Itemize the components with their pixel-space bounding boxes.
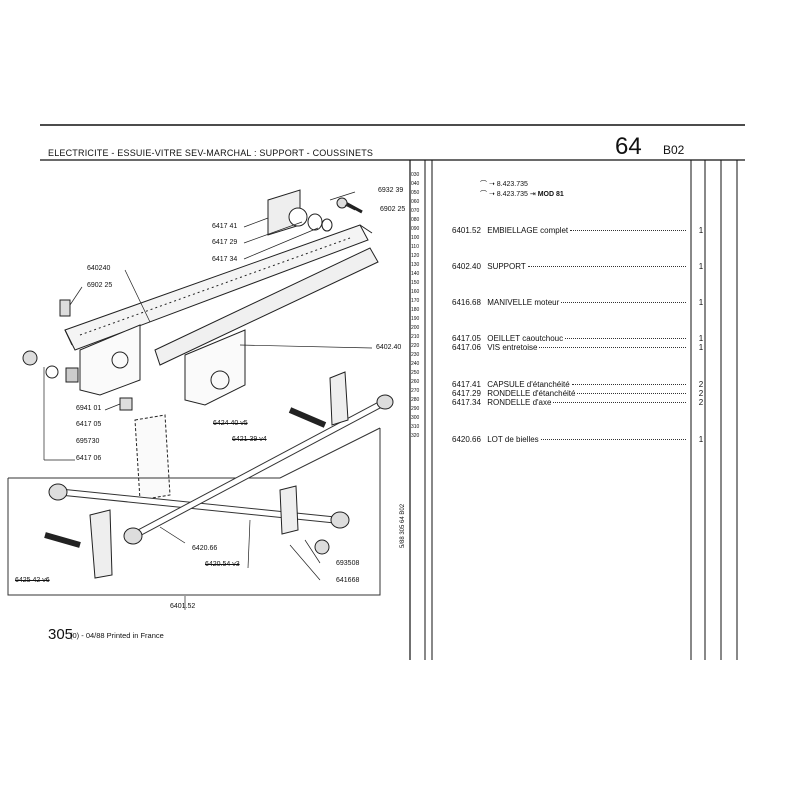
row-number: 170 [411,298,420,304]
part-row: 6417.06 VIS entretoise [452,343,687,352]
part-qty: 1 [698,226,704,235]
label-641706: 6417 06 [76,455,102,462]
part-row: 6416.68 MANIVELLE moteur [452,298,687,307]
group-number: 64 [615,133,642,160]
dot-leader [571,384,686,385]
cradle [134,414,171,501]
part-qty: 2 [698,389,704,398]
row-number: 250 [411,370,420,376]
row-number: 190 [411,316,420,322]
label-642542: 6425 42 v6 [15,577,50,584]
row-number: 030 [411,172,420,178]
page-number: 305 [48,626,74,643]
row-number: 120 [411,253,420,259]
dot-leader [577,393,687,394]
label-640240: 640240 [87,265,111,272]
support-bar-upper [64,224,373,351]
subgroup-code: B02 [663,143,685,157]
label-642054: 6420.54 v3 [205,561,240,568]
row-number: 220 [411,343,420,349]
row-number: 060 [411,199,420,205]
crank-left [89,509,113,579]
part-qty: 1 [698,343,704,352]
label-641741: 6417 41 [212,223,238,230]
row-number: 050 [411,190,420,196]
dot-leader [553,402,687,403]
row-number: 280 [411,397,420,403]
dot-leader [570,230,687,231]
exploded-diagram [7,189,394,610]
part-qty: 2 [698,398,704,407]
row-number: 320 [411,433,420,439]
support-bar-lower [154,247,379,366]
label-690225-left: 6902 25 [87,282,113,289]
row-number: 270 [411,388,420,394]
label-695730: 695730 [76,438,100,445]
dot-leader [540,439,686,440]
row-number: 130 [411,262,420,268]
model-note-1: ⌒ ➝ 8.423.735 [480,181,528,188]
dot-leader [539,347,687,348]
row-number: 150 [411,280,420,286]
row-number: 100 [411,235,420,241]
row-number: 070 [411,208,420,214]
part-row: 6417.41 CAPSULE d'étanchéité [452,380,686,389]
part-row: 6417.34 RONDELLE d'axe [452,398,687,407]
row-number: 160 [411,289,420,295]
label-642139: 6421 39 v4 [232,436,267,443]
row-number: 300 [411,415,420,421]
row-number: 290 [411,406,420,412]
label-641668: 641668 [336,577,360,584]
row-number: 180 [411,307,420,313]
row-number: 310 [411,424,420,430]
label-641705: 6417 05 [76,421,102,428]
part-row: 6420.66 LOT de bielles [452,435,686,444]
part-row: 6402.40 SUPPORT [452,262,686,271]
arrow-icon: ⌒ ➝ [480,191,495,198]
linkage-frame [7,427,381,596]
part-row: 6401.52 EMBIELLAGE complet [452,226,687,235]
bracket-right [184,329,246,406]
part-qty: 1 [698,262,704,271]
part-qty: 1 [698,435,704,444]
label-641729: 6417 29 [212,239,238,246]
row-number: 210 [411,334,420,340]
dot-leader [527,266,686,267]
label-640152: 6401.52 [170,603,196,610]
part-qty: 2 [698,380,704,389]
part-row: 6417.05 OEILLET caoutchouc [452,334,687,343]
row-number: 040 [411,181,420,187]
label-642066: 6420.66 [192,545,218,552]
label-693508: 693508 [336,560,360,567]
row-number: 200 [411,325,420,331]
row-number: 090 [411,226,420,232]
label-694101: 6941 01 [76,405,102,412]
row-number: 140 [411,271,420,277]
arrow-bar-icon: ⇥ [529,191,536,198]
row-number: 240 [411,361,420,367]
dot-leader [561,302,687,303]
part-qty: 1 [698,334,704,343]
row-number: 110 [411,244,419,250]
model-note-2: ⌒ ➝ 8.423.735 ⇥ MOD 81 [480,191,564,198]
label-641734: 6417 34 [212,256,238,263]
row-number: 080 [411,217,420,223]
label-693239: 6932 39 [378,187,404,194]
row-number: 230 [411,352,420,358]
row-number: 260 [411,379,420,385]
arrow-icon: ⌒ ➝ [480,181,495,188]
bracket-left [79,324,141,396]
label-640240-right: 6402.40 [376,344,402,351]
vertical-reference: 5/88 305 64 B02 [400,503,406,548]
page-title: ELECTRICITE - ESSUIE-VITRE SEV-MARCHAL :… [48,148,374,158]
label-642440: 6424 40 v5 [213,420,248,427]
part-row: 6417.29 RONDELLE d'étanchéité [452,389,687,398]
dot-leader [565,338,687,339]
label-690225-top: 6902 25 [380,206,406,213]
print-info: (0) - 04/88 Printed in France [70,631,164,640]
part-qty: 1 [698,298,704,307]
row-number-column: 030 040 050 060 070 080 090 100 110 120 130 140 150 1… [411,173,433,443]
